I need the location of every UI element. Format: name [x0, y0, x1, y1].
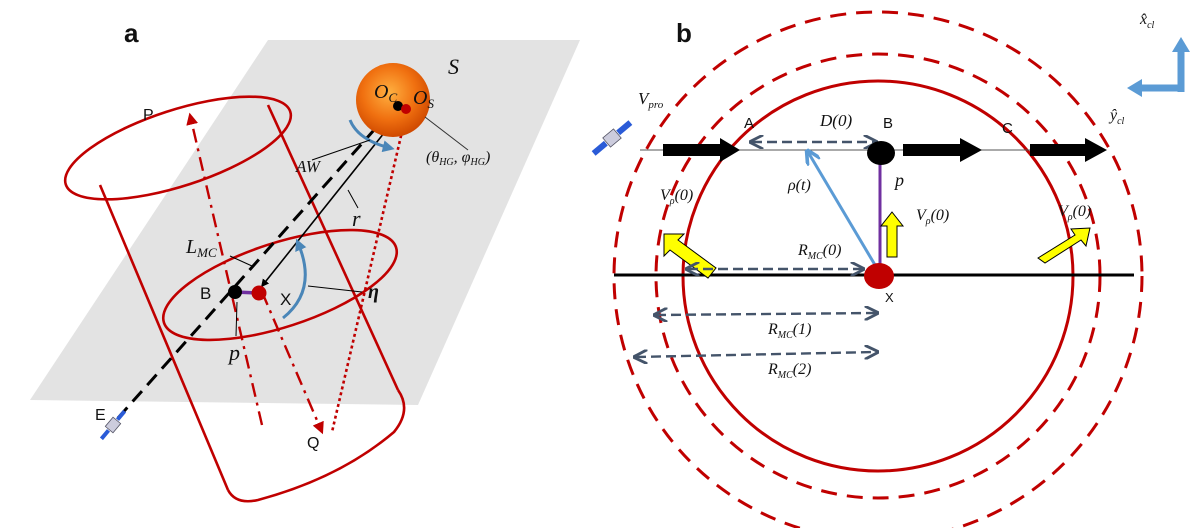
plane-s — [30, 40, 580, 405]
trajectory-arrow-1 — [663, 138, 740, 162]
axis-x-cl-label: x̂cl — [1139, 11, 1155, 31]
sun-center-dot — [393, 101, 403, 111]
angular-width-arc — [348, 119, 395, 153]
velocity-arrow-right — [1037, 227, 1091, 264]
panel-a: a S P Q r AW OC OS — [30, 18, 580, 503]
angular-width-label: AW — [295, 157, 322, 176]
radius-r1-label: RMC(1) — [767, 321, 811, 341]
lmc-leader — [229, 255, 253, 267]
coordinate-axes-icon — [1127, 37, 1190, 97]
trajectory-arrows — [663, 138, 1107, 162]
flux-rope-cylinder — [63, 95, 406, 503]
point-x-label-b: X — [885, 290, 894, 305]
velocity-arrow-left — [663, 233, 717, 279]
point-b-label: B — [200, 284, 211, 303]
aw-leader — [311, 139, 371, 161]
radius-r2-label: RMC(2) — [767, 361, 811, 381]
sun-center-label: OC — [374, 81, 397, 105]
point-b-dot-b — [867, 141, 895, 165]
p-leader — [235, 301, 238, 337]
eta-angle-arc — [282, 238, 307, 320]
cross-section-ellipse — [161, 228, 399, 342]
eta-leader — [307, 285, 363, 293]
distance-r-label: r — [352, 206, 361, 231]
point-b-dot — [228, 285, 242, 299]
trajectory-arrow-3 — [1030, 138, 1107, 162]
plane-s-label: S — [448, 54, 459, 79]
sun-disk — [356, 63, 430, 137]
point-a-label: A — [744, 115, 754, 132]
r-leader — [347, 189, 359, 209]
sightline-dashed — [116, 102, 400, 419]
distance-d0-label: D(0) — [819, 111, 852, 130]
velocity-arrow-center — [879, 211, 905, 258]
point-q-label: Q — [307, 435, 319, 452]
point-x-label: X — [280, 290, 291, 309]
point-b-label-b: B — [883, 115, 893, 132]
impact-parameter-label-b: p — [893, 170, 904, 190]
point-p-label: P — [143, 107, 154, 124]
axis-line-to-q — [260, 291, 324, 435]
panel-a-label: a — [124, 18, 139, 48]
point-c-label: C — [1002, 120, 1013, 137]
rho-vector-arrow — [808, 152, 880, 271]
point-x-dot — [251, 285, 267, 301]
impact-parameter-label: p — [227, 340, 240, 365]
axis-y-cl-label: ŷcl — [1108, 107, 1125, 127]
spacecraft-e-icon — [99, 409, 127, 441]
spacecraft-icon — [591, 120, 633, 156]
cylinder-top-ellipse — [63, 95, 293, 201]
axis-length-label: LMC — [185, 236, 217, 260]
cylinder-bottom-curve — [226, 389, 406, 503]
radius-r1-arrow — [656, 313, 876, 315]
coords-leader — [424, 116, 469, 151]
rho-label: ρ(t) — [787, 177, 811, 194]
panel-b-label: b — [676, 18, 692, 48]
heliographic-coords-label: (θHG, φHG) — [426, 149, 490, 168]
sun-to-q-dotted-line — [330, 105, 410, 433]
axis-line-to-p — [186, 112, 264, 426]
velocity-rho-label-left: Vρ(0) — [660, 187, 693, 207]
boundary-circle-t2 — [612, 10, 1144, 528]
velocity-pro-label: Vpro — [638, 89, 664, 111]
panel-b: b Vpro A B C D(0) ρ(t) — [591, 10, 1190, 528]
velocity-rho-label-right: Vρ(0) — [1058, 203, 1091, 223]
radius-r0-label: RMC(0) — [797, 242, 841, 262]
eta-label: η — [368, 281, 379, 303]
point-e-label: E — [95, 407, 106, 424]
trajectory-arrow-2 — [903, 138, 982, 162]
point-x-dot-b — [864, 263, 894, 289]
radius-r2-arrow — [636, 352, 876, 357]
cylinder-left-edge — [98, 184, 230, 491]
distance-r-arrow — [261, 107, 405, 288]
velocity-rho-label-center: Vρ(0) — [916, 207, 949, 227]
cylinder-right-edge — [266, 104, 400, 391]
source-location-dot — [401, 104, 411, 114]
source-label: OS — [413, 87, 434, 111]
